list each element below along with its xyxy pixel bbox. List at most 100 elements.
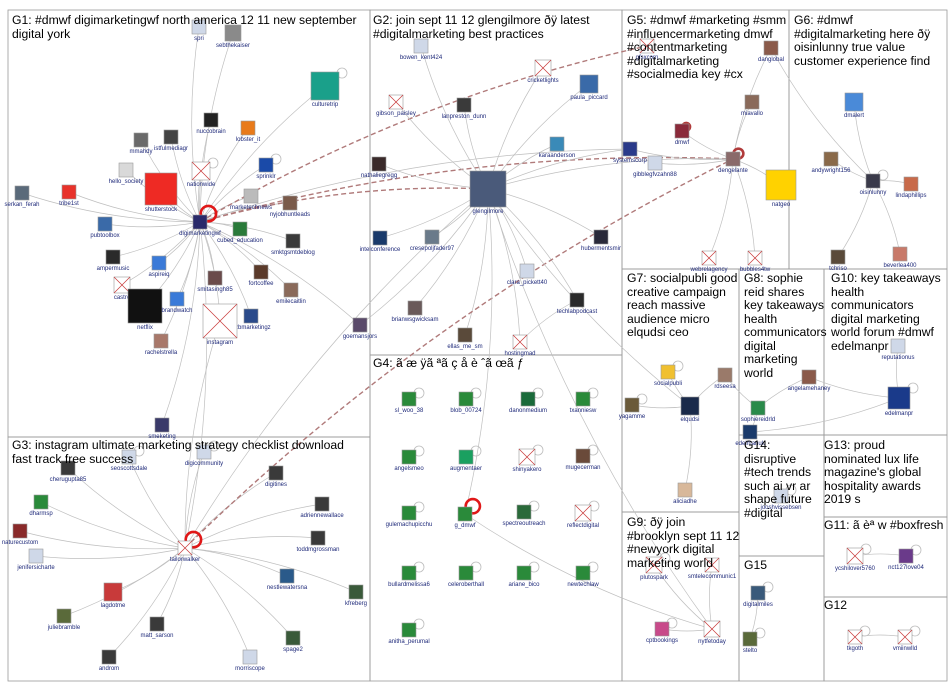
- node-label: tkgoth: [847, 646, 863, 652]
- node-pubtoolbox[interactable]: pubtoolbox: [90, 217, 119, 239]
- node-reflectdigital[interactable]: reflectdigital: [567, 505, 599, 529]
- node-brandwatch[interactable]: brandwatch: [161, 292, 192, 314]
- node-webrelagency[interactable]: webrelagency: [689, 251, 727, 273]
- node-cptbookings[interactable]: cptbookings: [646, 622, 678, 644]
- node-kfreberg[interactable]: kfreberg: [345, 585, 367, 607]
- node-tkgoth[interactable]: tkgoth: [847, 630, 863, 652]
- node-cricketlights[interactable]: cricketlights: [527, 60, 558, 84]
- node-natgeo[interactable]: natgeo: [766, 170, 796, 208]
- node-label: kfreberg: [345, 601, 367, 607]
- node-lagdotme[interactable]: lagdotme: [101, 583, 126, 609]
- node-clara_pickett40[interactable]: clara_pickett40: [507, 264, 548, 286]
- node-stelto[interactable]: stelto: [743, 632, 758, 654]
- node-toddmgrossman[interactable]: toddmgrossman: [296, 531, 339, 553]
- node-aspireiq[interactable]: aspireiq: [148, 256, 169, 278]
- node-avatar: [119, 163, 133, 177]
- node-culturetrip[interactable]: culturetrip: [311, 72, 339, 108]
- node-avatar: [372, 157, 386, 171]
- node-spectreoutreach[interactable]: spectreoutreach: [502, 505, 545, 527]
- node-tchriso[interactable]: tchriso: [829, 250, 847, 272]
- node-marketechnews[interactable]: marketechnews: [230, 189, 272, 211]
- node-blob_00724[interactable]: blob_00724: [450, 392, 482, 414]
- node-ariane_bico[interactable]: ariane_bico: [508, 566, 540, 588]
- node-karaanderson[interactable]: karaanderson: [539, 137, 576, 159]
- node-morriscope[interactable]: morriscope: [235, 650, 265, 672]
- node-lobster_it[interactable]: lobster_it: [236, 121, 261, 143]
- node-rdseesa[interactable]: rdseesa: [714, 368, 736, 390]
- node-smktgsmtdeblog[interactable]: smktgsmtdeblog: [271, 234, 315, 256]
- node-shinyakero[interactable]: shinyakero: [512, 449, 542, 473]
- node-paula_piccard[interactable]: paula_piccard: [570, 75, 607, 101]
- node-dmalert[interactable]: dmalert: [844, 93, 864, 119]
- node-g_dmwf[interactable]: g_dmwf: [454, 507, 475, 529]
- node-nuccobrain[interactable]: nuccobrain: [196, 113, 225, 135]
- node-hello_society[interactable]: hello_society: [109, 163, 144, 185]
- node-nathaliegregg[interactable]: nathaliegregg: [361, 157, 397, 179]
- node-androm[interactable]: androm: [99, 650, 119, 672]
- node-matt_sarson[interactable]: matt_sarson: [140, 617, 173, 639]
- node-fortcoffee[interactable]: fortcoffee: [249, 265, 275, 287]
- node-celeroberthall[interactable]: celeroberthall: [448, 566, 484, 588]
- node-avatar: [349, 585, 363, 599]
- node-miavallo[interactable]: miavallo: [741, 95, 764, 117]
- node-nationwide[interactable]: nationwide: [187, 162, 216, 188]
- node-hubermentsmir[interactable]: hubermentsmir: [581, 230, 621, 252]
- node-intelconference[interactable]: intelconference: [360, 231, 401, 253]
- node-smitasingh85[interactable]: smitasingh85: [197, 271, 233, 293]
- node-ampermusic[interactable]: ampermusic: [97, 250, 130, 272]
- node-netflix[interactable]: netflix: [128, 289, 162, 331]
- node-danonmedium[interactable]: danonmedium: [509, 392, 547, 414]
- node-lanpreston_dunn[interactable]: lanpreston_dunn: [442, 98, 487, 120]
- node-sophiereidrld[interactable]: sophiereidrld: [741, 401, 775, 423]
- node-gibson_paisley[interactable]: gibson_paisley: [376, 95, 416, 117]
- node-emilecaitlin[interactable]: emilecaitlin: [276, 283, 306, 305]
- node-nct127love04[interactable]: nct127love04: [888, 549, 924, 571]
- node-istfulmediagr[interactable]: istfulmediagr: [154, 130, 188, 152]
- node-edelmanpr[interactable]: edelmanpr: [885, 387, 913, 417]
- node-techlabpodcast[interactable]: techlabpodcast: [557, 293, 598, 315]
- node-dmwf[interactable]: dmwf: [675, 124, 690, 146]
- node-instagram[interactable]: instagram: [203, 304, 237, 346]
- node-digitines[interactable]: digitines: [265, 466, 287, 488]
- node-bubbles4tw[interactable]: bubbles4tw: [740, 251, 771, 273]
- node-aliciadhe[interactable]: aliciadhe: [673, 483, 697, 505]
- node-juliebramble[interactable]: juliebramble: [47, 609, 81, 631]
- node-brianwsgwicksam[interactable]: brianwsgwicksam: [391, 301, 438, 323]
- node-naturecustom[interactable]: naturecustom: [2, 524, 38, 546]
- node-socialpubli[interactable]: socialpubli: [654, 365, 682, 387]
- node-tailorwalker[interactable]: tailorwalker: [170, 541, 200, 563]
- node-tribe1st[interactable]: tribe1st: [59, 185, 79, 207]
- node-angelsmeo[interactable]: angelsmeo: [394, 450, 424, 472]
- node-gulemachupicchu[interactable]: gulemachupicchu: [386, 506, 433, 528]
- node-vmiinwlld[interactable]: vmiinwlld: [893, 630, 917, 652]
- node-rachelstrella[interactable]: rachelstrella: [145, 334, 178, 356]
- node-mugecerman[interactable]: mugecerman: [565, 449, 600, 471]
- node-sprinklr[interactable]: sprinklr: [256, 158, 275, 180]
- node-glengilmore[interactable]: glengilmore: [470, 171, 506, 215]
- node-lindaphillips[interactable]: lindaphillips: [895, 177, 926, 199]
- node-beverlea400[interactable]: beverlea400: [883, 247, 917, 269]
- node-mmahdy[interactable]: mmahdy: [129, 133, 152, 155]
- node-txanniesw[interactable]: txanniesw: [570, 392, 597, 414]
- node-systemscorp[interactable]: systemscorp: [613, 142, 647, 164]
- node-andywright156[interactable]: andywright156: [811, 152, 851, 174]
- node-newtechlaw[interactable]: newtechlaw: [567, 566, 599, 588]
- node-digitalmiles[interactable]: digitalmiles: [743, 586, 773, 608]
- node-ellas_me_sm[interactable]: ellas_me_sm: [447, 328, 482, 350]
- node-adriennewallace[interactable]: adriennewallace: [300, 497, 344, 519]
- node-smeketing[interactable]: smeketing: [148, 418, 175, 440]
- node-elqudsi[interactable]: elqudsi: [680, 397, 699, 423]
- node-nestlewatersna[interactable]: nestlewatersna: [267, 569, 308, 591]
- node-bullardmelissa6[interactable]: bullardmelissa6: [388, 566, 430, 588]
- node-bowen_kent424[interactable]: bowen_kent424: [400, 39, 443, 61]
- node-ycshilover5760[interactable]: ycshilover5760: [835, 548, 876, 572]
- node-label: bullardmelissa6: [388, 582, 430, 588]
- node-spage2[interactable]: spage2: [283, 631, 303, 653]
- node-jenifersicharte[interactable]: jenifersicharte: [16, 549, 55, 571]
- node-goemansjors[interactable]: goemansjors: [343, 318, 377, 340]
- node-hostingmad[interactable]: hostingmad: [504, 335, 535, 357]
- node-shutterstock[interactable]: shutterstock: [145, 173, 178, 213]
- node-nytfetoday[interactable]: nytfetoday: [698, 621, 726, 645]
- node-sl_woo_38[interactable]: sl_woo_38: [395, 392, 424, 414]
- node-yagamme[interactable]: yagamme: [619, 398, 646, 420]
